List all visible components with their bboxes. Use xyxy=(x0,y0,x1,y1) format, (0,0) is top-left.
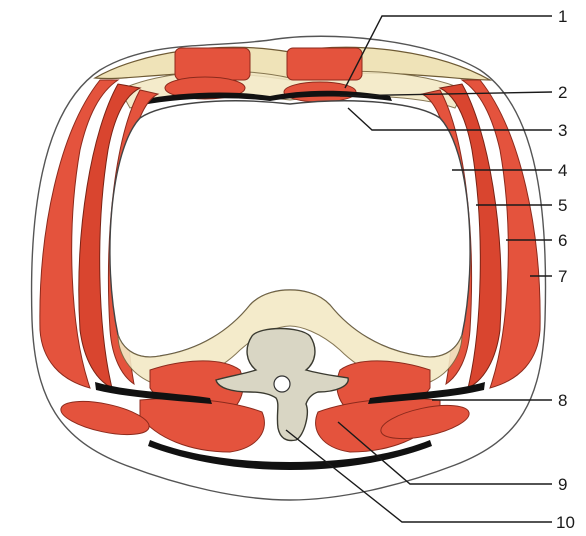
label-10: 10 xyxy=(556,513,575,532)
label-1: 1 xyxy=(558,7,567,26)
spinal-canal xyxy=(274,376,290,392)
label-9: 9 xyxy=(558,475,567,494)
rectus-muscle-left-upper xyxy=(175,48,250,80)
rectus-muscle-right-upper xyxy=(287,48,362,80)
label-6: 6 xyxy=(558,231,567,250)
label-5: 5 xyxy=(558,196,567,215)
label-3: 3 xyxy=(558,121,567,140)
label-8: 8 xyxy=(558,391,567,410)
label-2: 2 xyxy=(558,83,567,102)
label-4: 4 xyxy=(558,161,567,180)
label-7: 7 xyxy=(558,267,567,286)
